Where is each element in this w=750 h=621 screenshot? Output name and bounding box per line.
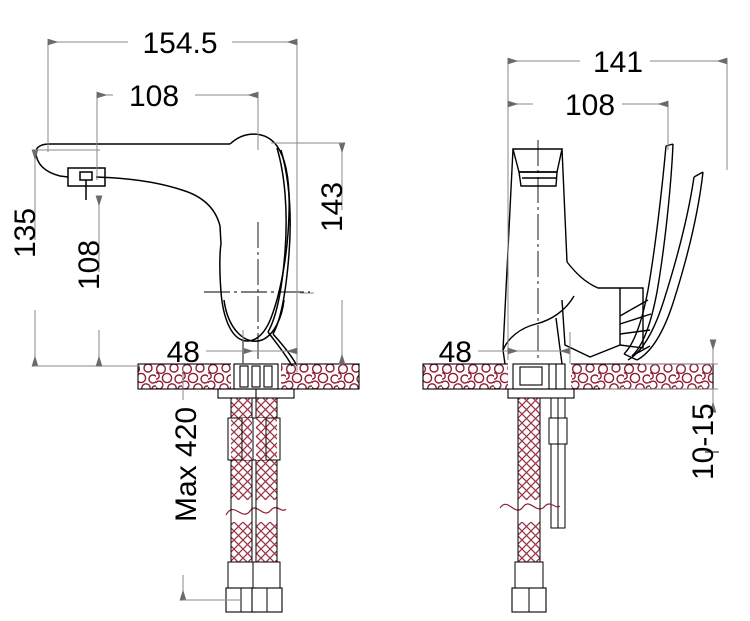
dimension-spout-length: 108 [96, 80, 259, 180]
dimension-label-base-width-side: 48 [439, 336, 472, 369]
dimension-label-overall-length: 154.5 [142, 27, 217, 60]
dimension-label-base-width-front: 48 [167, 336, 200, 369]
dimension-label-aerator-height: 108 [73, 240, 106, 290]
dimension-spout-height: 135 [9, 149, 140, 367]
dimension-handle-reach: 108 [507, 89, 669, 150]
dimension-body-height: 143 [271, 142, 349, 365]
dimension-label-body-height: 143 [316, 182, 349, 232]
dimension-label-spout-length: 108 [129, 80, 179, 113]
flexible-hoses-front [225, 397, 287, 613]
dimension-countertop-thickness: 10-15 [600, 339, 720, 480]
mounting-shank-side [507, 363, 575, 399]
centerline-front [204, 222, 310, 362]
dimension-base-width-side: 48 [439, 332, 571, 369]
dimension-label-countertop-thickness: 10-15 [687, 403, 720, 480]
tap-body-side [502, 143, 704, 365]
dimension-base-width-front: 48 [167, 330, 298, 369]
dimension-label-hose-length: Max 420 [170, 407, 203, 522]
dimension-overall-length: 154.5 [47, 27, 298, 372]
dimension-label-handle-reach: 108 [565, 89, 615, 122]
dimension-overall-depth: 141 [507, 46, 728, 360]
front-view-group: 154.5 108 135 108 [9, 27, 360, 613]
side-view-group: 141 108 48 [422, 46, 728, 613]
dimension-aerator-height: 108 [73, 195, 106, 367]
dimension-label-overall-depth: 141 [593, 46, 643, 79]
mounting-shank-front [217, 363, 295, 399]
dimension-hose-length: Max 420 [170, 366, 240, 601]
dimension-label-spout-height: 135 [9, 208, 42, 258]
flexible-hose-side [499, 397, 568, 613]
countertop-slab-side [422, 363, 714, 390]
